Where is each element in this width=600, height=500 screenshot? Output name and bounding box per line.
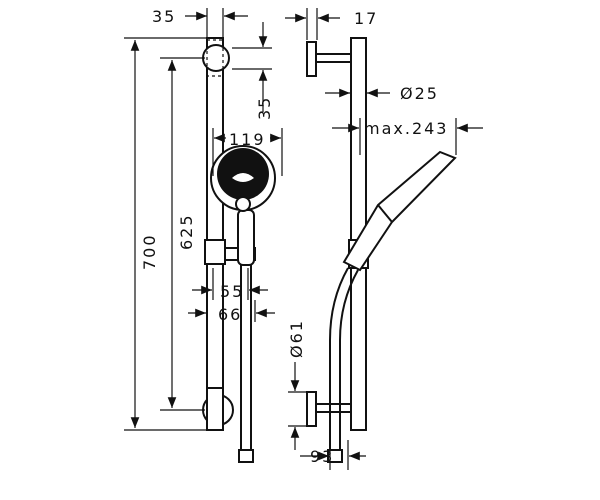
dim-total-height: 700 bbox=[140, 233, 159, 270]
dim-slider-width: 55 bbox=[220, 282, 244, 301]
dim-wall-bracket-diameter: Ø61 bbox=[287, 319, 306, 358]
rail-front bbox=[206, 37, 224, 431]
dim-rail-offset: 35 bbox=[152, 7, 176, 26]
dim-slider-outer: 66 bbox=[218, 305, 242, 324]
bottom-bracket-side bbox=[306, 391, 317, 427]
hose-side bbox=[329, 267, 359, 452]
dim-bracket-distance: 625 bbox=[177, 213, 196, 250]
side-view: 17 Ø25 max.243 Ø61 93 bbox=[285, 8, 483, 470]
dim-bracket-depth: 17 bbox=[354, 9, 378, 28]
dim-head-diameter: 119 bbox=[229, 130, 266, 149]
slider bbox=[204, 239, 226, 265]
dim-rail-diameter: Ø25 bbox=[400, 84, 439, 103]
dim-bracket-spacing: 35 bbox=[255, 96, 274, 120]
dim-max-projection: max.243 bbox=[364, 119, 448, 138]
front-view: 35 35 119 700 625 55 66 bbox=[124, 7, 283, 463]
dim-bottom-depth: 93 bbox=[310, 447, 334, 466]
top-bracket-side bbox=[306, 41, 317, 77]
